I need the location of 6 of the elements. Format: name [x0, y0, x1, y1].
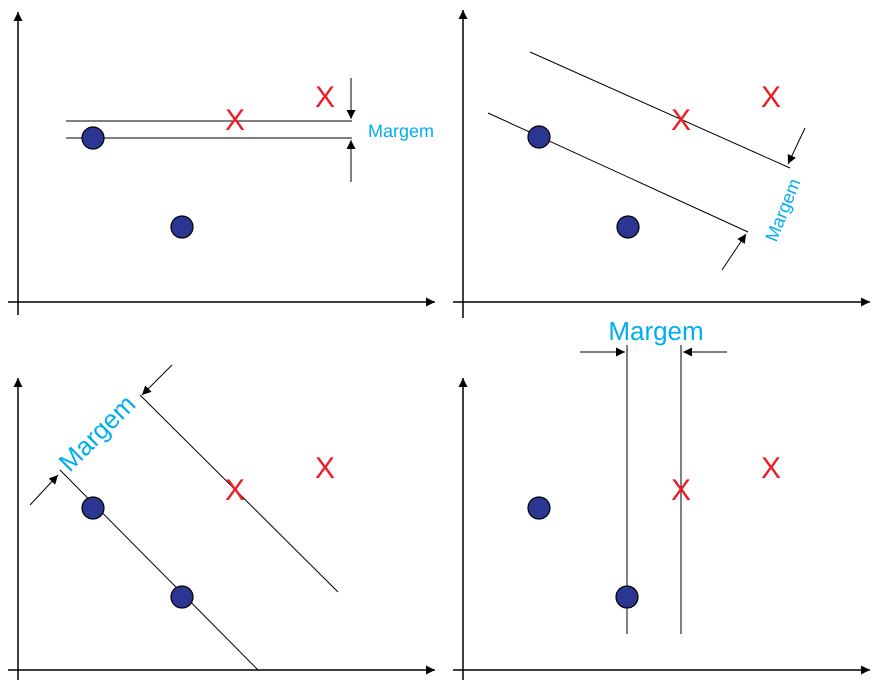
cross-mark: X — [315, 454, 335, 484]
cross-mark: X — [761, 83, 781, 113]
cross-mark: X — [761, 454, 781, 484]
margin-label: Margem — [368, 122, 434, 140]
margin-label: Margem — [608, 318, 704, 344]
cross-mark: X — [315, 83, 335, 113]
